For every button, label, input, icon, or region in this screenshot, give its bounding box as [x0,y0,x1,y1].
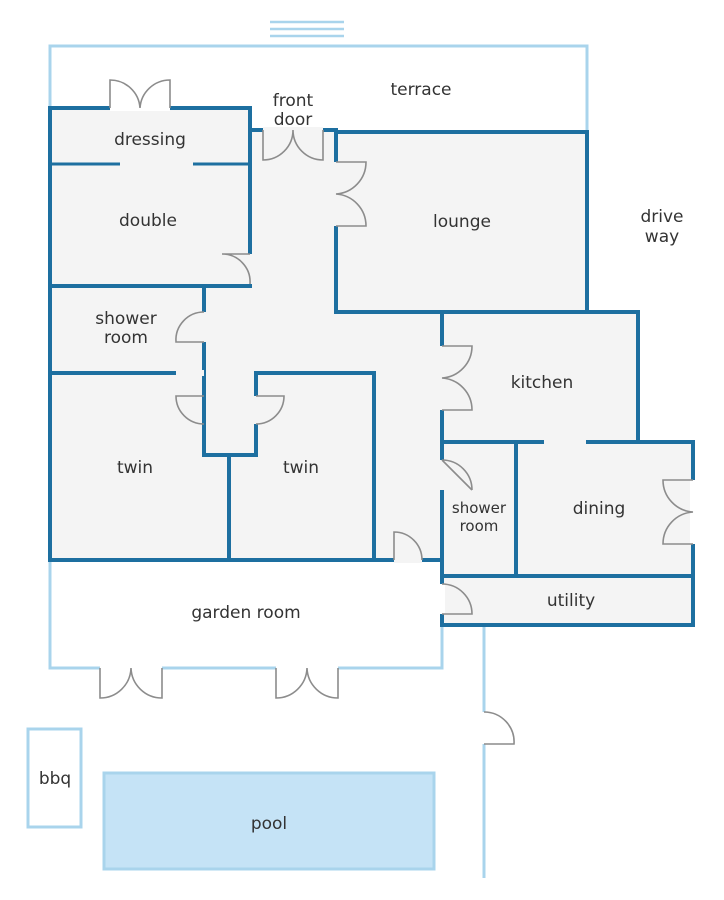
door-twin-2 [255,395,285,425]
label-front-door-line-1: front [273,91,314,111]
door-twin-1 [175,395,205,425]
floor-area [50,108,693,625]
door-dining-exterior [662,479,694,545]
door-lounge [335,161,367,227]
doors [99,79,696,745]
label-shower-room-1-line-1: shower [95,309,156,329]
room-labels: terrace front door dressing double loung… [39,80,684,834]
door-utility [441,583,473,615]
label-lounge: lounge [433,212,491,232]
label-dressing: dressing [114,130,186,150]
bbq [26,727,83,829]
label-shower-room-1-line-2: room [104,328,148,348]
door-kitchen [441,345,473,411]
garden-gate [483,711,515,745]
label-drive-way-line-2: way [645,227,679,247]
label-twin-1: twin [117,458,153,478]
label-twin-2: twin [283,458,319,478]
door-dressing-exterior [109,79,171,109]
label-shower-room-2-line-2: room [460,517,499,535]
door-garden-exterior-1 [99,667,163,699]
label-shower-room-2-line-1: shower [452,499,507,517]
label-dining: dining [573,499,626,519]
label-kitchen: kitchen [511,373,574,393]
door-shower-1 [175,311,205,343]
label-drive-way-line-1: drive [640,207,683,227]
entry-steps [270,20,344,38]
label-pool: pool [251,814,287,834]
label-garden-room: garden room [191,603,300,623]
door-double [221,253,251,285]
door-shower-2 [441,459,473,491]
label-terrace: terrace [390,80,451,100]
door-garden-room [393,531,423,561]
pool [102,771,436,871]
exterior-outline [48,44,589,878]
door-front [262,129,324,161]
door-garden-exterior-2 [275,667,339,699]
label-double: double [119,211,177,231]
label-front-door-line-2: door [274,110,313,130]
label-bbq: bbq [39,769,71,789]
label-utility: utility [547,591,595,611]
